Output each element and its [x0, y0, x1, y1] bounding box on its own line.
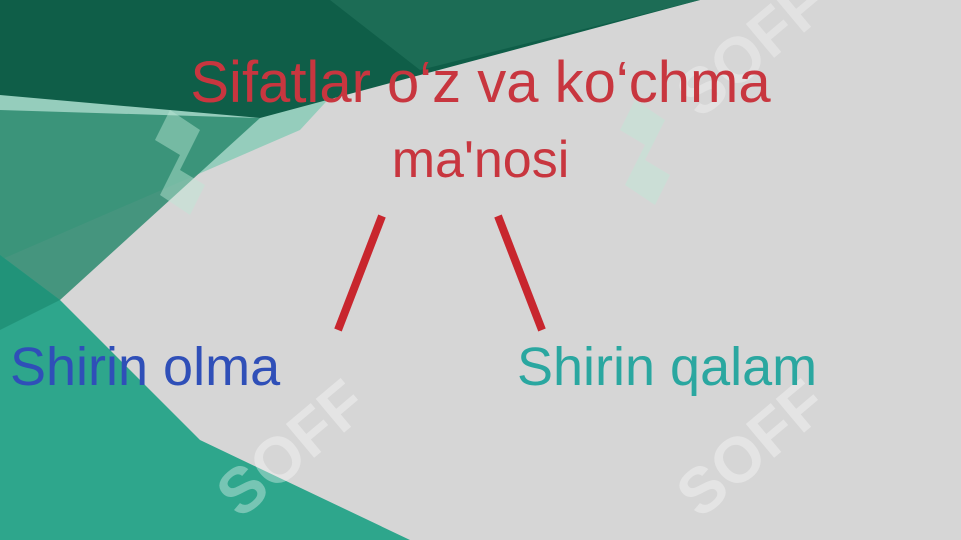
- diagram-node-right: Shirin qalam: [517, 337, 818, 397]
- connector-right: [494, 214, 546, 332]
- watermark: [155, 100, 670, 215]
- diagram-title-line1: Sifatlar o‘z va ko‘chma: [190, 50, 771, 115]
- soff-logo-icon: [155, 110, 205, 215]
- connector-left: [334, 214, 386, 332]
- soff-logo-icon: [620, 100, 670, 205]
- diagram-node-left: Shirin olma: [10, 337, 281, 397]
- diagram-title-line2: ma'nosi: [391, 131, 570, 189]
